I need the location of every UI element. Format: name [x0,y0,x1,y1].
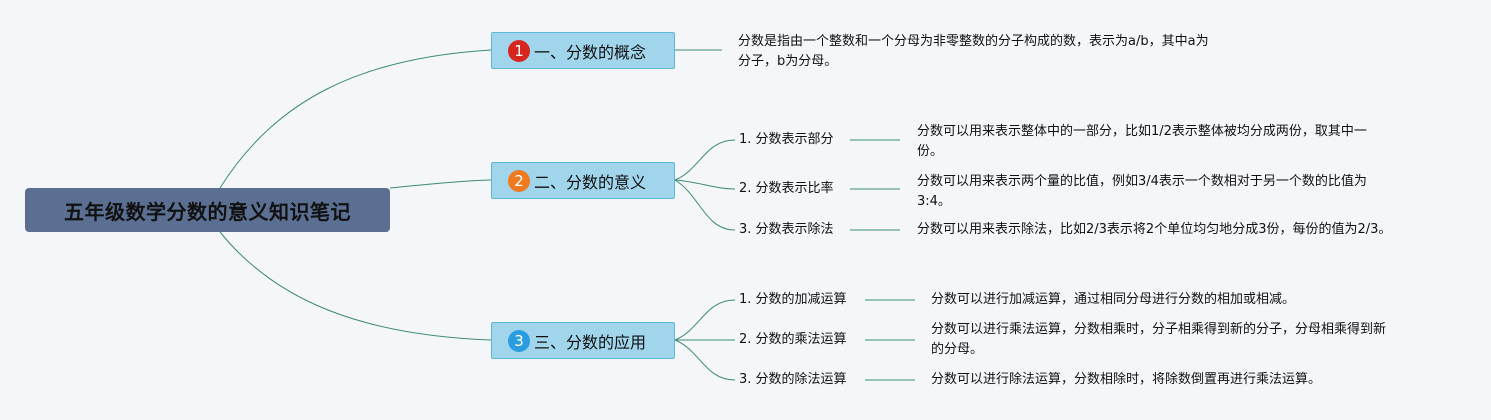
subtopic-division[interactable]: 3. 分数表示除法 [739,222,834,238]
link-root-topic-3 [219,231,492,341]
description-line: 分子，b为分母。 [738,54,838,69]
description-line: 分数可以用来表示整体中的一部分，比如1/2表示整体被均分成两份，取其中一 [917,124,1367,139]
link-root-topic-1 [219,49,492,189]
subtopic-ratio-description: 分数可以用来表示两个量的比值，例如3/4表示一个数相对于另一个数的比值为 3:4… [917,172,1417,212]
link-root-topic-2 [389,179,492,189]
number-3-icon: 3 [508,329,530,352]
topic-label: 一、分数的概念 [534,42,647,62]
number-2-icon: 2 [508,169,530,192]
link-topic2-child3 [674,179,736,231]
subtopic-part-description: 分数可以用来表示整体中的一部分，比如1/2表示整体被均分成两份，取其中一 份。 [917,122,1417,162]
root-title: 五年级数学分数的意义知识笔记 [64,199,351,224]
subtopic-add-subtract[interactable]: 1. 分数的加减运算 [739,292,847,308]
topic-label: 二、分数的意义 [534,172,647,192]
link-topic2-child1 [674,139,736,181]
link-topic2-child2 [674,179,736,190]
subtopic-divide[interactable]: 3. 分数的除法运算 [739,372,847,388]
subtopic-label: 2. 分数表示比率 [739,181,834,196]
subtopic-divide-description: 分数可以进行除法运算，分数相除时，将除数倒置再进行乘法运算。 [931,370,1451,390]
subtopic-ratio[interactable]: 2. 分数表示比率 [739,181,834,197]
number-1-icon: 1 [508,39,530,62]
subtopic-multiply[interactable]: 2. 分数的乘法运算 [739,332,847,348]
description-line: 分数可以用来表示两个量的比值，例如3/4表示一个数相对于另一个数的比值为 [917,174,1367,189]
description-line: 分数可以进行加减运算，通过相同分母进行分数的相加或相减。 [931,292,1296,307]
topic-concept-description: 分数是指由一个整数和一个分母为非零整数的分子构成的数，表示为a/b，其中a为 分… [738,32,1258,72]
subtopic-label: 3. 分数的除法运算 [739,372,847,387]
description-line: 分数可以进行除法运算，分数相除时，将除数倒置再进行乘法运算。 [931,372,1322,387]
subtopic-label: 1. 分数表示部分 [739,132,834,147]
subtopic-multiply-description: 分数可以进行乘法运算，分数相乘时，分子相乘得到新的分子，分母相乘得到新 的分母。 [931,320,1451,360]
subtopic-add-subtract-description: 分数可以进行加减运算，通过相同分母进行分数的相加或相减。 [931,290,1451,310]
description-line: 分数可以用来表示除法，比如2/3表示将2个单位均匀地分成3份，每份的值为2/3。 [917,222,1392,237]
link-topic3-child3 [674,339,736,381]
description-line: 3:4。 [917,194,951,209]
topic-application[interactable]: 3 三、分数的应用 [491,322,675,359]
subtopic-label: 2. 分数的乘法运算 [739,332,847,347]
topic-label: 三、分数的应用 [534,332,647,352]
description-line: 分数可以进行乘法运算，分数相乘时，分子相乘得到新的分子，分母相乘得到新 [931,322,1387,337]
subtopic-part[interactable]: 1. 分数表示部分 [739,132,834,148]
subtopic-division-description: 分数可以用来表示除法，比如2/3表示将2个单位均匀地分成3份，每份的值为2/3。 [917,220,1477,240]
description-line: 份。 [917,144,944,159]
root-topic[interactable]: 五年级数学分数的意义知识笔记 [25,188,390,232]
subtopic-label: 3. 分数表示除法 [739,222,834,237]
subtopic-label: 1. 分数的加减运算 [739,292,847,307]
description-line: 的分母。 [931,342,984,357]
topic-concept[interactable]: 1 一、分数的概念 [491,32,675,69]
link-topic3-child1 [674,299,736,341]
description-line: 分数是指由一个整数和一个分母为非零整数的分子构成的数，表示为a/b，其中a为 [738,34,1209,49]
topic-meaning[interactable]: 2 二、分数的意义 [491,162,675,199]
